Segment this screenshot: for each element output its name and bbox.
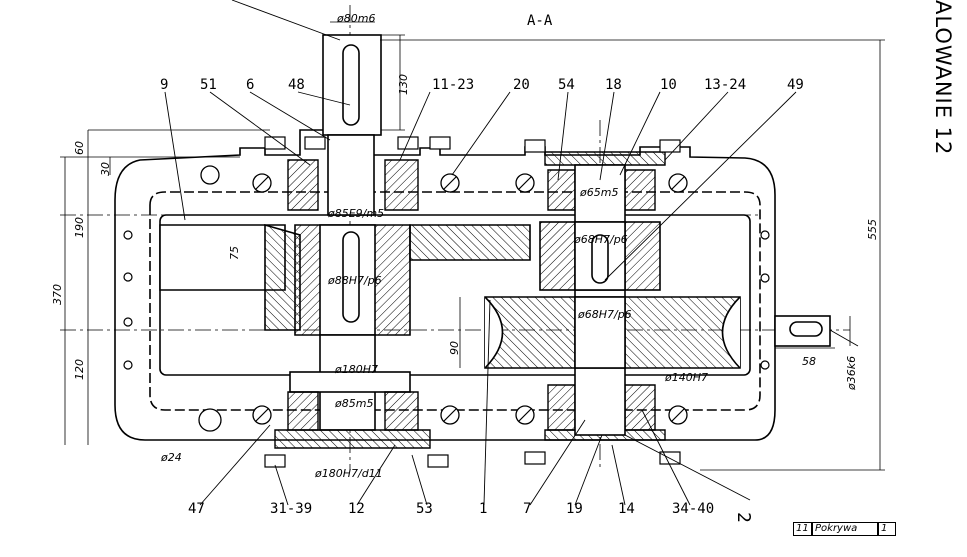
- bottom-cover: [274, 429, 431, 449]
- fit-gear-seat-left: ø88H7/p6: [328, 274, 382, 287]
- fit-pinion-seat: ø68H7/p6: [574, 233, 628, 246]
- fit-input-shaft: ø80m6: [337, 12, 376, 25]
- drain-hole: [198, 408, 222, 432]
- fit-bearing-seat-bottom: ø85m5: [335, 397, 374, 410]
- dim-75: 75: [228, 246, 241, 260]
- part-number-53: 53: [416, 501, 433, 517]
- bearing-bottom-left: [287, 391, 319, 431]
- dim-shaft-len: 130: [397, 74, 410, 95]
- part-number-49: 49: [787, 77, 804, 93]
- part-number-11-23: 11-23: [432, 77, 475, 93]
- title-block-name: Pokrywa: [812, 522, 878, 536]
- fit-bearing-seat-top: ø85E9/m5: [328, 207, 385, 220]
- dim-370: 370: [51, 284, 64, 305]
- bearing-bottom-right: [384, 391, 419, 431]
- part-number-31-39: 31-39: [270, 501, 313, 517]
- housing-cavity: [159, 214, 751, 376]
- part-number-48: 48: [288, 77, 305, 93]
- dim-60: 60: [73, 141, 86, 155]
- part-number-12: 12: [348, 501, 365, 517]
- part-number-14: 14: [618, 501, 635, 517]
- part-number-20: 20: [513, 77, 530, 93]
- part-number-34-40: 34-40: [672, 501, 715, 517]
- bearing-mid-top-right: [624, 169, 656, 211]
- bearing-top-left: [287, 159, 319, 211]
- fit-gear-seat-right: ø68H7/p6: [578, 308, 632, 321]
- part-number-1: 1: [479, 501, 488, 517]
- part-number-10: 10: [660, 77, 677, 93]
- part-number-9: 9: [160, 77, 169, 93]
- part-number-19: 19: [566, 501, 583, 517]
- bearing-mid-top-left: [547, 169, 576, 211]
- part-number-51: 51: [200, 77, 217, 93]
- bearing-mid-bottom-right: [624, 384, 656, 431]
- dim-120: 120: [73, 359, 86, 380]
- dim-30: 30: [99, 162, 112, 176]
- housing-inner-wall: [149, 191, 761, 411]
- bearing-mid-bottom-left: [547, 384, 576, 431]
- part-number-6: 6: [246, 77, 255, 93]
- part-number-18: 18: [605, 77, 622, 93]
- part-number-2: 2: [733, 512, 754, 523]
- bearing-top-right: [384, 159, 419, 211]
- fit-mid-bearing: ø65m5: [580, 186, 619, 199]
- part-number-13-24: 13-24: [704, 77, 747, 93]
- fit-right-housing-bore: ø140H7: [665, 371, 708, 384]
- fit-housing-bore: ø180H7: [335, 363, 378, 376]
- fit-cover: ø180H7/d11: [315, 467, 383, 480]
- section-title: A-A: [527, 13, 553, 29]
- side-caption: ALOWANIE 12: [931, 0, 955, 156]
- dim-190: 190: [73, 217, 86, 238]
- fit-output-shaft: ø36k6: [845, 355, 858, 390]
- dim-58: 58: [802, 355, 816, 368]
- fit-drain: ø24: [161, 451, 182, 464]
- part-number-7: 7: [523, 501, 532, 517]
- dim-90: 90: [448, 341, 461, 355]
- part-number-47: 47: [188, 501, 205, 517]
- part-number-54: 54: [558, 77, 575, 93]
- dim-555: 555: [866, 219, 879, 240]
- title-block-num: 11: [793, 522, 812, 536]
- title-block-qty: 1: [878, 522, 896, 536]
